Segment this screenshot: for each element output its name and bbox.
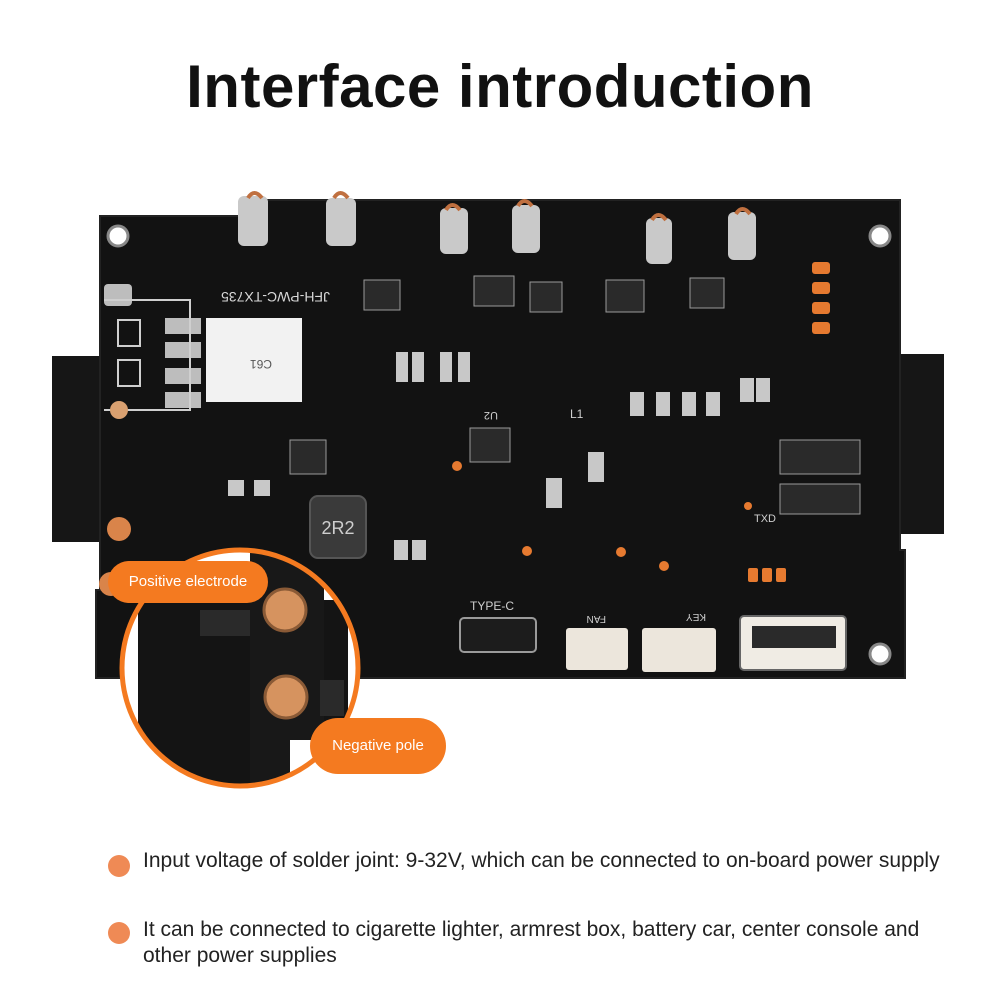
page-title: Interface introduction (186, 53, 814, 120)
left-connector (52, 356, 102, 542)
key-label: KEY (686, 611, 706, 622)
negative-pole-callout: Negative pole (310, 718, 446, 774)
l1-label: L1 (570, 407, 584, 421)
bullet-text: It can be connected to cigarette lighter… (143, 918, 920, 967)
inductor-label: 2R2 (321, 518, 354, 538)
txd-label: TXD (754, 513, 776, 525)
fan-label: FAN (587, 613, 606, 624)
ic-chips (289, 275, 861, 515)
positive-pad (262, 587, 308, 633)
type-c-label: TYPE-C (470, 599, 514, 613)
fan-connector (566, 628, 628, 670)
led-pads (748, 262, 830, 582)
type-c-port (459, 617, 537, 653)
right-connector (898, 354, 944, 534)
bullet-text: Input voltage of solder joint: 9-32V, wh… (143, 849, 940, 872)
coil-wires (246, 191, 752, 222)
coil-leads (238, 196, 756, 264)
capacitor-white (206, 318, 302, 402)
cap-label: C61 (250, 357, 272, 371)
test-pad (110, 401, 128, 419)
negative-pad (263, 674, 309, 720)
positive-electrode-callout: Positive electrode (108, 561, 268, 603)
bullet-dot-icon (108, 855, 130, 877)
left-outline (104, 299, 191, 411)
model-label: JFH-PWC-TX735 (221, 289, 330, 305)
inductor-2r2 (309, 495, 367, 559)
orange-dots (452, 461, 752, 571)
u2-label: U2 (484, 409, 498, 421)
mount-hole (868, 224, 892, 248)
smd-components (228, 352, 770, 560)
zoom-ring (119, 547, 361, 789)
bullet-dot-icon (108, 922, 130, 944)
key-connector (642, 628, 716, 672)
mount-hole (868, 642, 892, 666)
test-pad (107, 517, 131, 541)
mount-hole (106, 224, 130, 248)
